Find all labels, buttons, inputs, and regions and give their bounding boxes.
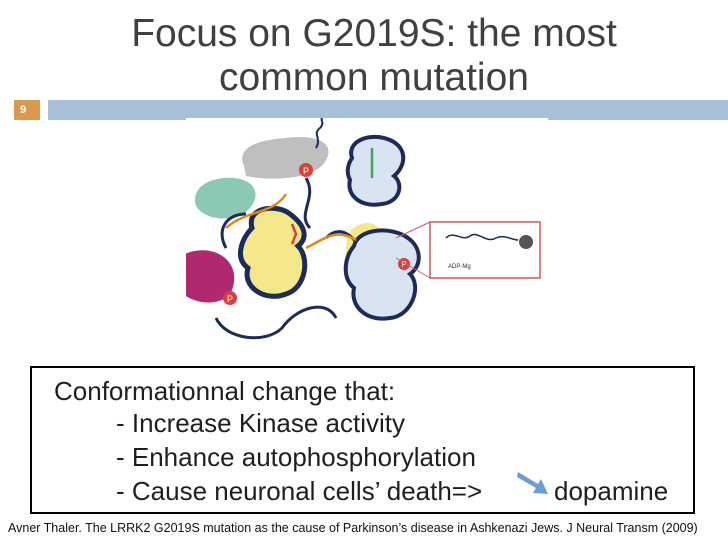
caption-item-kinase: - Increase Kinase activity — [116, 408, 406, 438]
inset-box — [429, 221, 541, 279]
atp-ball — [519, 235, 533, 249]
caption-item-autophosphorylation: - Enhance autophosphorylation — [116, 442, 476, 472]
helix-red — [290, 223, 298, 245]
grey-domain — [242, 137, 329, 179]
caption-heading: Conformationnal change that: — [54, 376, 396, 406]
phospho-label-3: P — [401, 260, 406, 269]
blue-domain-bottom — [343, 228, 421, 321]
caption-dopamine: dopamine — [554, 476, 669, 506]
header-rule — [48, 100, 728, 120]
phospho-label-2: P — [227, 294, 233, 304]
phospho-label-1: P — [303, 166, 309, 176]
yellow-kinase-domain-left — [237, 205, 308, 299]
caption-box: Conformationnal change that: - Increase … — [30, 366, 695, 514]
protein-structure-figure: P P P ADP-Mg — [186, 118, 548, 364]
blue-domain-top — [345, 134, 406, 207]
reference-citation: Avner Thaler. The LRRK2 G2019S mutation … — [8, 521, 698, 535]
orange-linker — [225, 193, 357, 250]
phospho-site-2 — [223, 291, 237, 305]
inset-label: ADP-Mg — [448, 264, 471, 270]
phospho-site-1 — [299, 163, 313, 177]
magenta-domain — [186, 250, 235, 303]
slide-title: Focus on G2019S: the most common mutatio… — [131, 12, 617, 99]
protein-structure-illustration: P P P ADP-Mg — [186, 118, 541, 340]
slide-number: 9 — [14, 100, 40, 120]
tail-squiggle — [315, 118, 324, 149]
teal-domain — [194, 177, 256, 219]
caption-item-neuronal-death: - Cause neuronal cells’ death=> — [116, 476, 483, 506]
inset-molecule — [445, 233, 519, 241]
inset-connector — [395, 221, 431, 279]
linker-chain — [214, 177, 358, 340]
decrease-arrow-icon — [517, 472, 548, 494]
